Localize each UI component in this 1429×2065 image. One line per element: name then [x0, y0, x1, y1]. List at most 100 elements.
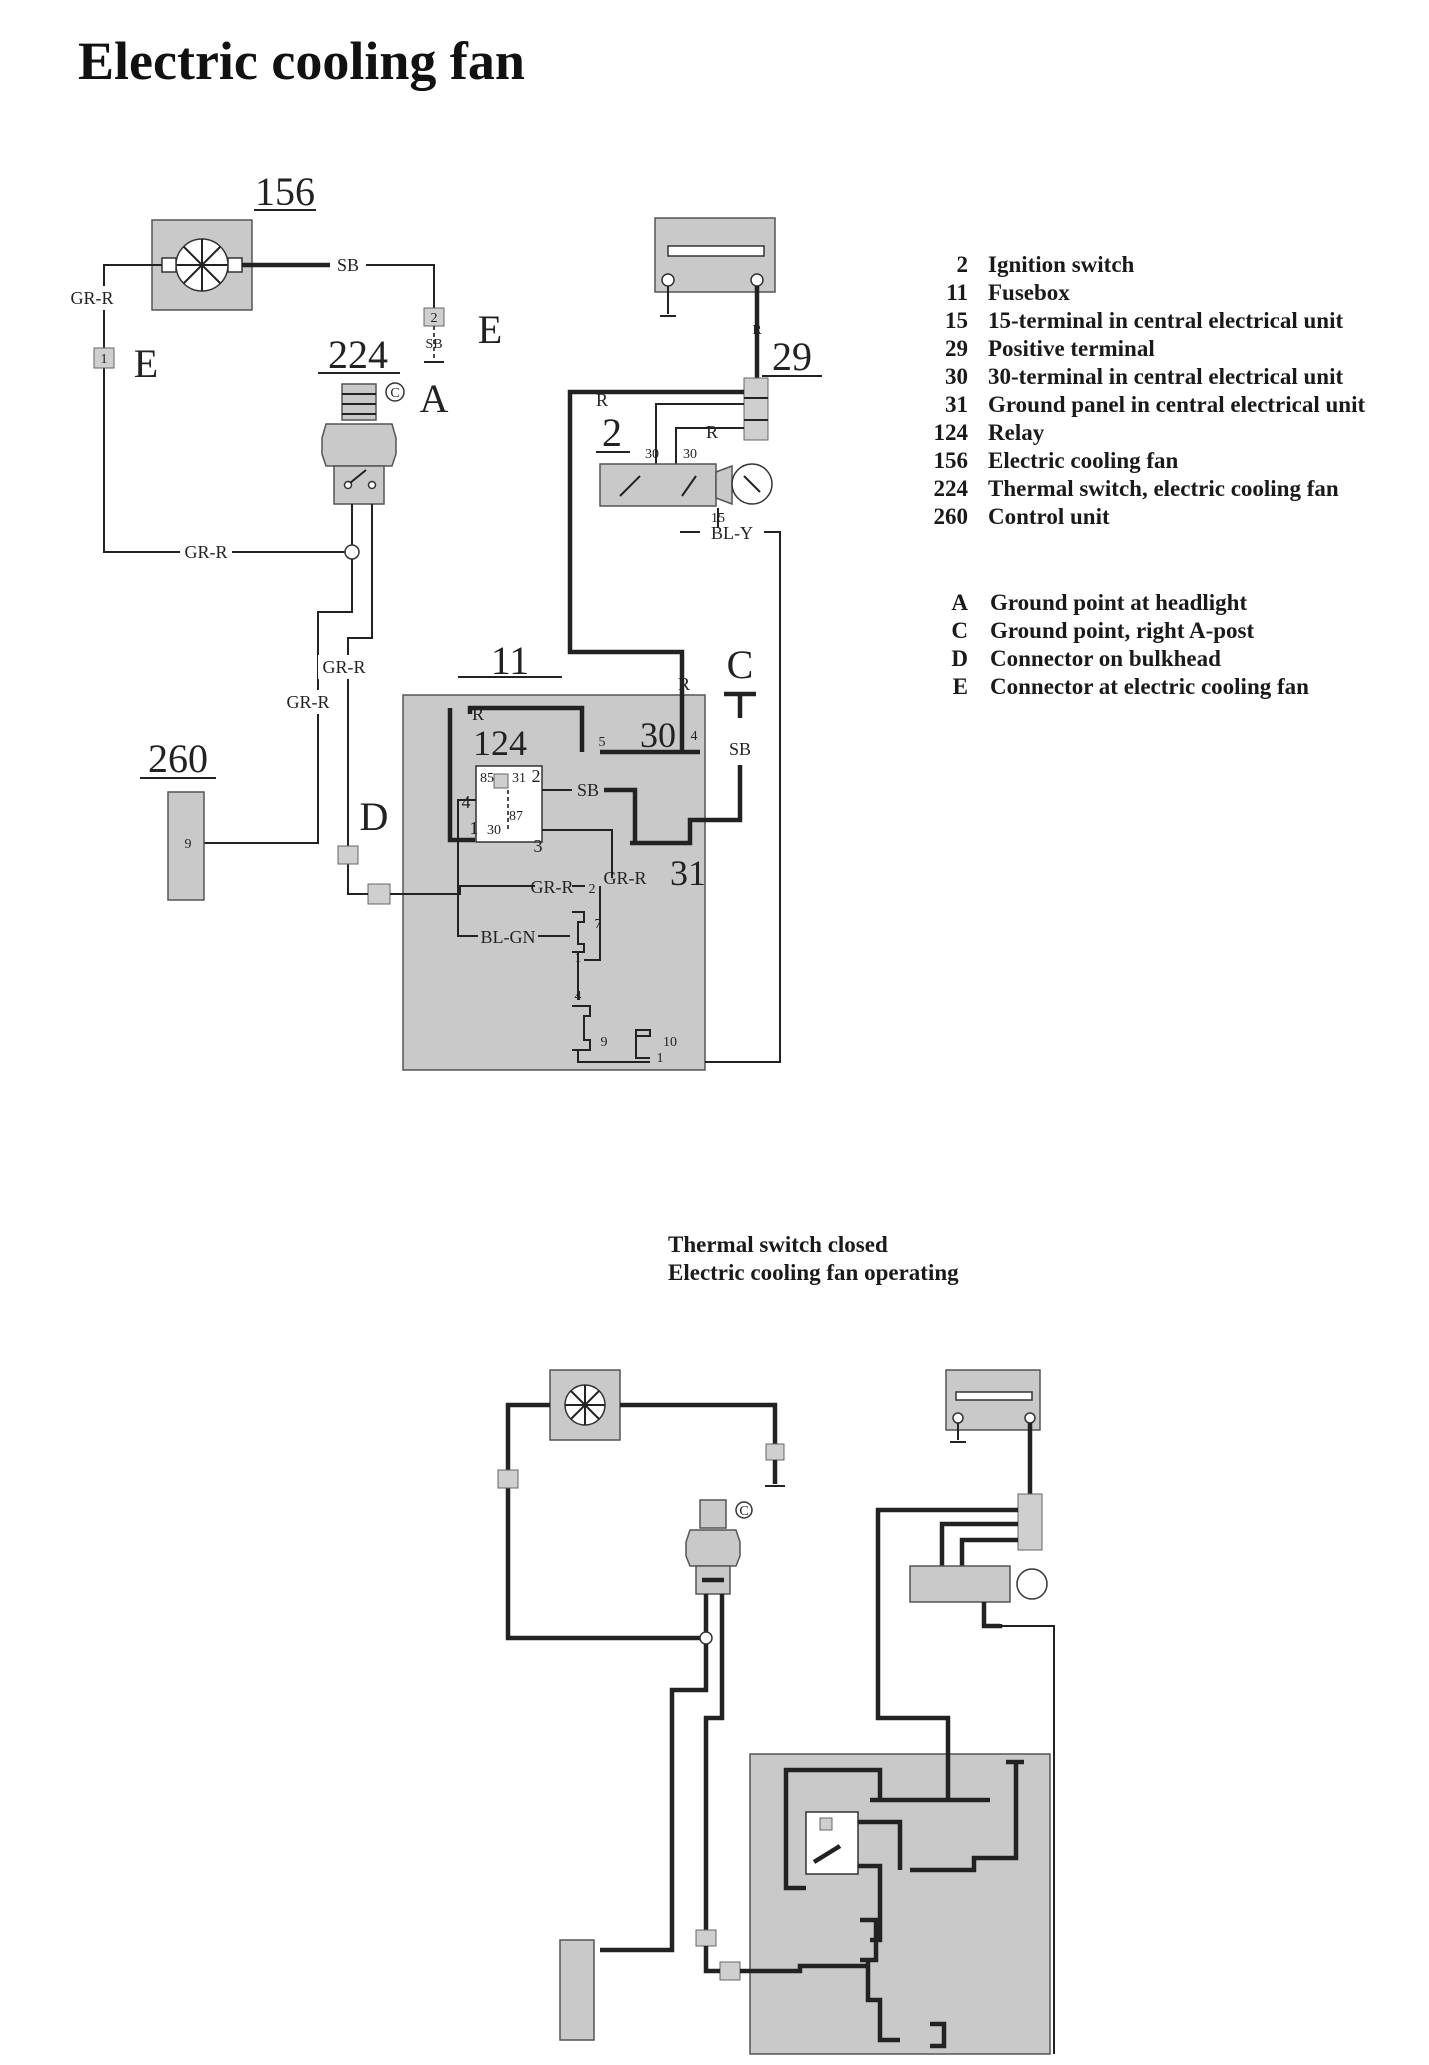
terminal-30-ref: 30 [640, 715, 676, 755]
fusebox-box-operating [749, 1753, 1051, 2055]
svg-text:29: 29 [945, 336, 968, 361]
svg-text:9: 9 [601, 1035, 608, 1050]
ignition-switch-body-operating [909, 1565, 1011, 1603]
svg-text:85: 85 [480, 771, 494, 786]
svg-text:D: D [951, 646, 968, 671]
svg-text:10: 10 [663, 1035, 677, 1050]
svg-text:260: 260 [934, 504, 969, 529]
svg-text:C: C [951, 618, 968, 643]
bottom-diagram: C [497, 1369, 1055, 2055]
wire-label-gr-r-d: GR-R [530, 877, 573, 897]
temperature-icon [385, 382, 405, 402]
svg-text:Control unit: Control unit [988, 504, 1110, 529]
caption: Thermal switch closed Electric cooling f… [668, 1232, 959, 1285]
wire-label-bl-gn: BL-GN [481, 927, 536, 947]
svg-text:Positive terminal: Positive terminal [988, 336, 1155, 361]
svg-text:Fusebox: Fusebox [988, 280, 1070, 305]
svg-text:30: 30 [945, 364, 968, 389]
wire-label-bl-y: BL-Y [711, 523, 753, 543]
relay-contact-closed [812, 1844, 842, 1864]
svg-text:A: A [951, 590, 968, 615]
svg-text:2: 2 [431, 311, 438, 326]
ground-point-c: C [727, 642, 754, 687]
ground-point-a: A [420, 376, 449, 421]
caption-line-2: Electric cooling fan operating [668, 1260, 959, 1285]
thermal-switch-ref: 224 [328, 332, 388, 377]
ignition-switch-body [599, 463, 717, 507]
svg-text:Relay: Relay [988, 420, 1045, 445]
svg-text:4: 4 [691, 729, 698, 744]
svg-text:7: 7 [595, 917, 602, 932]
svg-text:C: C [739, 1504, 748, 1519]
svg-text:4: 4 [575, 989, 582, 1004]
wire-label-sb-fan: SB [337, 255, 359, 275]
fan-ref: 156 [255, 169, 315, 214]
svg-text:4: 4 [462, 792, 471, 812]
svg-text:30: 30 [645, 447, 659, 462]
svg-text:224: 224 [934, 476, 969, 501]
svg-text:1: 1 [657, 1051, 664, 1066]
wire-label-gr-r-a: GR-R [322, 657, 365, 677]
svg-text:E: E [953, 674, 968, 699]
connector-e-left: E [134, 341, 158, 386]
svg-text:5: 5 [599, 735, 606, 750]
thermal-switch-contact [349, 469, 367, 484]
relay-coil [493, 773, 509, 789]
svg-text:3: 3 [534, 836, 543, 856]
svg-text:1: 1 [470, 818, 479, 838]
svg-text:15: 15 [945, 308, 968, 333]
wire-label-gr-r-left: GR-R [70, 288, 113, 308]
svg-text:GR-R: GR-R [603, 868, 646, 888]
svg-text:11: 11 [946, 280, 968, 305]
svg-text:156: 156 [934, 448, 969, 473]
svg-text:30: 30 [487, 823, 501, 838]
fusebox-ref: 11 [491, 638, 530, 683]
positive-terminal-block-operating [1017, 1493, 1043, 1551]
svg-text:87: 87 [509, 809, 523, 824]
svg-text:R: R [678, 674, 690, 694]
positive-terminal-block [743, 377, 769, 441]
svg-text:R: R [472, 704, 484, 724]
svg-text:Connector on bulkhead: Connector on bulkhead [990, 646, 1221, 671]
relay-box [475, 765, 543, 843]
top-diagram: 11 156 SB 2 SB E GR-R [66, 169, 822, 1071]
svg-text:30: 30 [683, 447, 697, 462]
svg-text:30-terminal in central electri: 30-terminal in central electrical unit [988, 364, 1343, 389]
svg-text:R: R [706, 422, 718, 442]
svg-text:SB: SB [425, 337, 442, 352]
svg-text:R: R [752, 323, 762, 338]
svg-text:Ground point at headlight: Ground point at headlight [990, 590, 1247, 615]
svg-text:R: R [596, 390, 608, 410]
svg-text:Ignition switch: Ignition switch [988, 252, 1135, 277]
splice-point [344, 544, 360, 560]
wire-label-sb-c: SB [729, 739, 751, 759]
connector-9 [572, 1005, 591, 1051]
svg-text:Thermal switch, electric cooli: Thermal switch, electric cooling fan [988, 476, 1339, 501]
fusebox-box [402, 694, 706, 1071]
svg-text:2: 2 [532, 766, 541, 786]
svg-text:2: 2 [957, 252, 969, 277]
svg-text:31: 31 [512, 771, 526, 786]
svg-text:9: 9 [185, 837, 192, 852]
connector-e-right: E [478, 307, 502, 352]
ignition-key-icon-operating [1016, 1568, 1048, 1600]
wire-label-gr-r-mid: GR-R [184, 542, 227, 562]
terminal-31-ref: 31 [670, 853, 706, 893]
ignition-switch-ref: 2 [602, 410, 622, 455]
control-unit-ref: 260 [148, 736, 208, 781]
svg-text:31: 31 [945, 392, 968, 417]
svg-text:2: 2 [589, 882, 596, 897]
svg-text:15-terminal in central electri: 15-terminal in central electrical unit [988, 308, 1343, 333]
svg-text:Connector at electric cooling: Connector at electric cooling fan [990, 674, 1309, 699]
legend-lettered: A Ground point at headlight C Ground poi… [951, 590, 1309, 699]
svg-text:1: 1 [101, 352, 108, 367]
wire-label-gr-r-b: GR-R [286, 692, 329, 712]
connector-d: D [360, 794, 389, 839]
temperature-icon-operating [735, 1501, 753, 1519]
svg-text:Ground panel in central electr: Ground panel in central electrical unit [988, 392, 1365, 417]
svg-text:124: 124 [934, 420, 969, 445]
thermal-switch-sensor-operating [699, 1499, 727, 1529]
svg-text:Electric cooling fan: Electric cooling fan [988, 448, 1179, 473]
